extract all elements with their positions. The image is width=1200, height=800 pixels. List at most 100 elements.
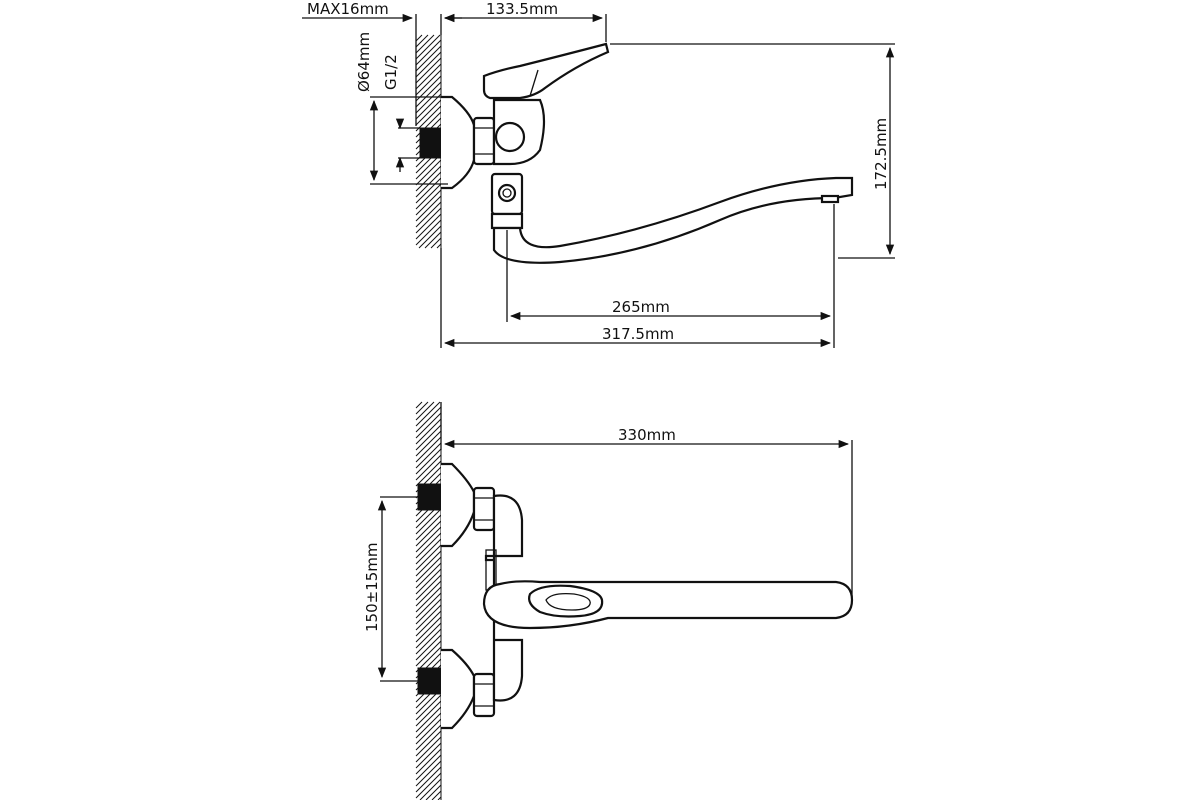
- union-nut-top: [472, 116, 496, 166]
- hatch-line: [415, 69, 442, 96]
- hatch-line: [415, 177, 442, 204]
- hatch-line: [415, 550, 442, 577]
- escutcheon-lower: [441, 648, 476, 730]
- hatch-line: [415, 418, 442, 445]
- escutcheon-upper: [441, 462, 476, 548]
- hatch-line: [415, 628, 442, 655]
- escutcheon-top: [441, 95, 476, 190]
- wall-hatch-bottom: [415, 401, 442, 800]
- hatch-line: [415, 424, 442, 451]
- side-view: MAX16mm 133.5mm Ø64mm G1/2 172.5mm 265mm…: [302, 0, 895, 348]
- dim-label-diameter-64: Ø64mm: [355, 32, 373, 92]
- wall-hatch-top: [415, 34, 442, 249]
- hatch-line: [415, 401, 429, 415]
- hatch-line: [415, 87, 442, 114]
- hatch-line: [425, 784, 442, 800]
- hatch-line: [415, 105, 442, 132]
- hatch-line: [415, 568, 442, 595]
- hatch-line: [415, 183, 442, 210]
- dim-label-265: 265mm: [612, 298, 670, 316]
- dim-label-max16: MAX16mm: [307, 0, 389, 18]
- swivel-spout-top: [492, 176, 854, 264]
- hatch-line: [415, 556, 442, 583]
- hatch-line: [419, 778, 442, 800]
- hatch-line: [415, 406, 442, 433]
- hatch-line: [415, 604, 442, 631]
- hatch-line: [415, 460, 442, 487]
- hatch-line: [415, 754, 442, 781]
- hatch-line: [415, 538, 442, 565]
- dim-label-150: 150±15mm: [363, 542, 381, 632]
- hatch-line: [415, 520, 442, 547]
- hatch-line: [415, 526, 442, 553]
- hatch-line: [415, 748, 442, 775]
- hatch-line: [415, 34, 429, 48]
- hatch-line: [415, 436, 442, 463]
- union-nut-upper: [472, 486, 496, 532]
- dim-label-133-5: 133.5mm: [486, 0, 558, 18]
- dim-label-g1-2: G1/2: [382, 54, 400, 90]
- pipe-connector-lower: [417, 667, 441, 695]
- hatch-line: [415, 401, 441, 427]
- hatch-line: [415, 532, 442, 559]
- hatch-line: [415, 586, 442, 613]
- hatch-line: [415, 159, 442, 186]
- hatch-line: [415, 45, 442, 72]
- pipe-connector-top: [419, 127, 441, 159]
- hatch-line: [415, 189, 442, 216]
- hatch-line: [415, 742, 442, 769]
- hatch-line: [415, 57, 442, 84]
- hatch-line: [415, 718, 442, 745]
- hatch-line: [415, 706, 442, 733]
- hatch-line: [415, 51, 442, 78]
- hatch-line: [415, 39, 442, 66]
- aerator-top: [820, 194, 840, 204]
- hatch-line: [415, 712, 442, 739]
- hatch-line: [415, 730, 442, 757]
- hatch-line: [415, 580, 442, 607]
- mixer-boss-top: [494, 121, 526, 153]
- hatch-line: [415, 514, 442, 541]
- hatch-line: [415, 213, 442, 240]
- lever-grip-front: [528, 584, 604, 618]
- hatch-line: [431, 790, 442, 800]
- hatch-line: [415, 454, 442, 481]
- hatch-line: [415, 34, 435, 54]
- hatch-line: [415, 99, 442, 126]
- hatch-line: [418, 225, 442, 249]
- pipe-connector-upper: [417, 483, 441, 511]
- dim-label-172-5: 172.5mm: [872, 118, 890, 190]
- front-view: 330mm 150±15mm: [363, 401, 854, 800]
- hatch-line: [415, 93, 442, 120]
- hatch-line: [415, 34, 441, 60]
- hatch-line: [424, 231, 442, 249]
- hatch-line: [415, 736, 442, 763]
- dim-label-330: 330mm: [618, 426, 676, 444]
- hatch-line: [415, 442, 442, 469]
- hatch-line: [415, 640, 442, 667]
- hatch-line: [415, 430, 442, 457]
- hatch-line: [415, 724, 442, 751]
- hatch-line: [415, 34, 423, 42]
- hatch-line: [415, 772, 442, 799]
- hatch-line: [415, 195, 442, 222]
- hatch-line: [415, 448, 442, 475]
- lever-handle-top: [482, 42, 610, 100]
- hatch-line: [415, 694, 442, 721]
- hatch-line: [415, 544, 442, 571]
- hatch-line: [430, 237, 442, 249]
- hatch-line: [415, 562, 442, 589]
- hatch-line: [415, 81, 442, 108]
- hatch-line: [415, 574, 442, 601]
- hatch-line: [415, 700, 442, 727]
- hatch-line: [415, 592, 442, 619]
- hatch-line: [415, 508, 442, 535]
- hatch-line: [415, 201, 442, 228]
- hatch-line: [415, 760, 442, 787]
- mixer-body-front: [484, 494, 524, 702]
- hatch-line: [415, 63, 442, 90]
- hatch-line: [415, 412, 442, 439]
- hatch-line: [415, 401, 423, 409]
- hatch-line: [415, 598, 442, 625]
